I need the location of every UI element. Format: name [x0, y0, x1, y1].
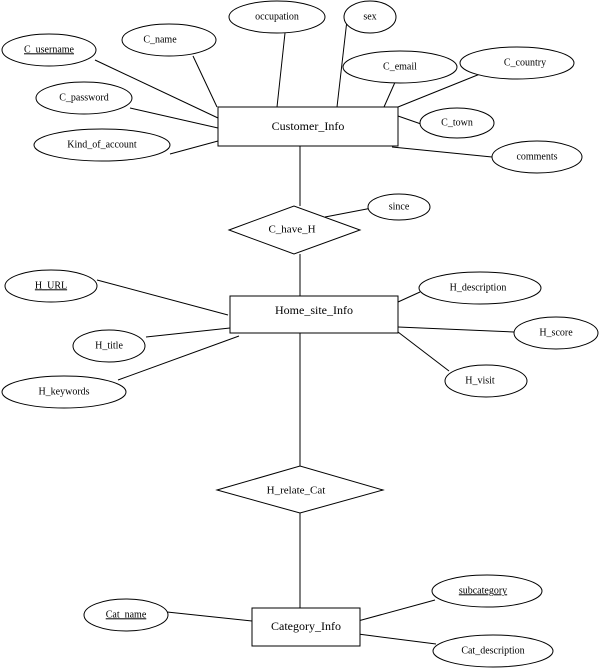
- attribute-c-country[interactable]: C_country: [459, 46, 575, 80]
- attribute-ellipse: [343, 0, 397, 34]
- relationship-label: H_relate_Cat: [267, 485, 326, 497]
- edge-h-score: [397, 326, 515, 333]
- edge-cat-name: [166, 611, 253, 622]
- attribute-ellipse: [83, 598, 169, 632]
- attribute-ellipse: [459, 46, 575, 80]
- attribute-c-town[interactable]: C_town: [419, 107, 495, 139]
- edge-h-url: [96, 279, 229, 316]
- attribute-ellipse: [1, 375, 127, 409]
- attribute-label: Kind_of_account: [67, 139, 137, 150]
- attribute-label: H_title: [95, 340, 123, 351]
- attribute-ellipse: [431, 574, 543, 608]
- edge-h-title: [145, 327, 231, 338]
- edge-since: [324, 207, 373, 218]
- attribute-h-visit[interactable]: H_visit: [444, 364, 528, 398]
- edge-c-town: [397, 115, 422, 125]
- edge-sex: [336, 19, 348, 108]
- relationship-label: C_have_H: [268, 224, 315, 236]
- attribute-ellipse: [342, 50, 458, 84]
- entity-home-site-info[interactable]: Home_site_Info: [229, 295, 399, 334]
- attribute-cat-name[interactable]: Cat_name: [83, 598, 169, 632]
- attribute-ellipse: [35, 81, 133, 115]
- entity-category-info[interactable]: Category_Info: [251, 607, 361, 647]
- entity-customer-info[interactable]: Customer_Info: [217, 106, 399, 147]
- attribute-ellipse: [418, 271, 542, 305]
- attribute-ellipse: [4, 269, 98, 303]
- edge-occupation: [276, 32, 286, 108]
- edge-kind-of-account: [169, 140, 219, 155]
- relationship-c-have-h[interactable]: C_have_H: [227, 205, 362, 255]
- attribute-since[interactable]: since: [367, 193, 431, 221]
- attribute-c-email[interactable]: C_email: [342, 50, 458, 84]
- attribute-ellipse: [33, 128, 171, 162]
- attribute-occupation[interactable]: occupation: [228, 0, 326, 34]
- entity-label: Category_Info: [271, 619, 341, 633]
- attribute-label: subcategory: [459, 585, 507, 596]
- attribute-label: Cat_name: [106, 609, 147, 620]
- edge-subcategory: [357, 599, 436, 622]
- attribute-label: occupation: [255, 11, 299, 22]
- attribute-label: C_name: [143, 34, 177, 45]
- attribute-h-url[interactable]: H_URL: [4, 269, 98, 303]
- entity-label: Customer_Info: [272, 119, 345, 133]
- attribute-label: sex: [363, 11, 376, 22]
- attribute-c-password[interactable]: C_password: [35, 81, 133, 115]
- entity-label: Home_site_Info: [275, 303, 353, 317]
- attribute-ellipse: [513, 316, 599, 350]
- entity-box: [251, 607, 361, 647]
- attribute-label: C_password: [59, 92, 108, 103]
- attribute-h-keywords[interactable]: H_keywords: [1, 375, 127, 409]
- attribute-label: H_URL: [35, 280, 67, 291]
- attribute-label: since: [389, 201, 410, 212]
- attribute-label: H_score: [539, 327, 573, 338]
- edge-h-keywords: [117, 335, 240, 381]
- attribute-ellipse: [432, 634, 554, 668]
- attribute-c-username[interactable]: C_username: [1, 33, 97, 67]
- attribute-ellipse: [491, 140, 583, 174]
- connectors: [94, 19, 515, 645]
- attribute-c-name[interactable]: C_name: [121, 23, 217, 57]
- edge-c-password: [129, 107, 219, 129]
- attribute-kind-of-account[interactable]: Kind_of_account: [33, 128, 171, 162]
- edge-c-name: [192, 55, 218, 108]
- attribute-h-title[interactable]: H_title: [72, 329, 146, 363]
- edge-c-country: [397, 71, 486, 108]
- relationship-h-relate-cat[interactable]: H_relate_Cat: [215, 465, 385, 514]
- edge-c-username: [94, 59, 219, 119]
- edge-h-visit: [397, 331, 450, 372]
- attribute-comments[interactable]: comments: [491, 140, 583, 174]
- attribute-label: comments: [516, 151, 557, 162]
- attribute-ellipse: [121, 23, 217, 57]
- attribute-label: C_town: [441, 117, 473, 128]
- edge-h-description: [397, 291, 421, 303]
- attribute-h-description[interactable]: H_description: [418, 271, 542, 305]
- attribute-ellipse: [1, 33, 97, 67]
- entity-box: [217, 106, 399, 147]
- attribute-ellipse: [72, 329, 146, 363]
- attribute-ellipse: [419, 107, 495, 139]
- attribute-subcategory[interactable]: subcategory: [431, 574, 543, 608]
- attribute-sex[interactable]: sex: [343, 0, 397, 34]
- attribute-ellipse: [228, 0, 326, 34]
- attribute-label: H_keywords: [38, 386, 89, 397]
- attribute-label: H_description: [450, 282, 507, 293]
- attribute-label: C_email: [383, 61, 417, 72]
- attribute-ellipse: [444, 364, 528, 398]
- edge-cat-description: [357, 633, 437, 645]
- entity-box: [229, 295, 399, 334]
- attribute-label: C_country: [504, 57, 546, 68]
- edge-c-email: [383, 79, 397, 108]
- attribute-label: Cat_description: [461, 645, 524, 656]
- relationship-diamond: [227, 205, 362, 255]
- attribute-h-score[interactable]: H_score: [513, 316, 599, 350]
- attribute-cat-description[interactable]: Cat_description: [432, 634, 554, 668]
- attribute-label: H_visit: [465, 375, 495, 386]
- attribute-ellipse: [367, 193, 431, 221]
- attribute-label: C_username: [24, 44, 75, 55]
- edge-comments: [391, 146, 493, 158]
- relationship-diamond: [215, 465, 385, 514]
